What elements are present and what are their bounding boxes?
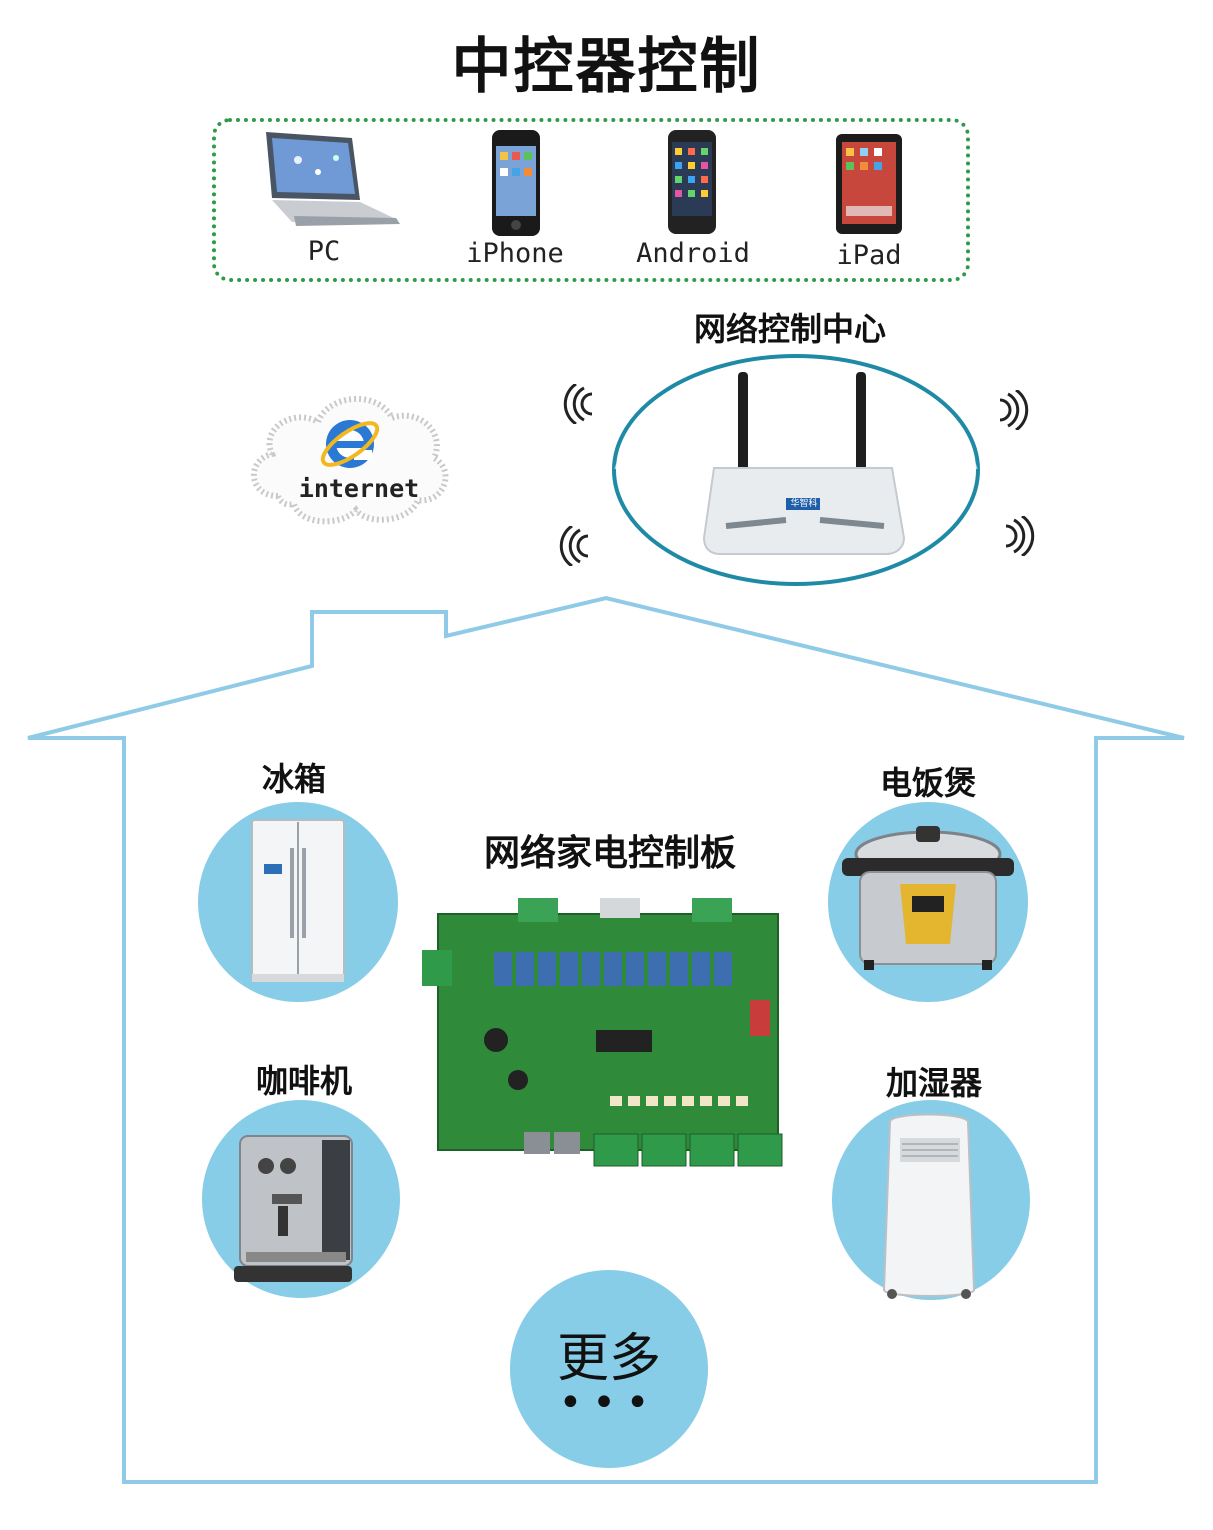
laptop-icon [266,132,400,226]
diagram-title: 中控器控制 [451,32,762,102]
rice-cooker-icon [842,826,1014,970]
device-label-ipad: iPad [836,240,902,271]
board-title: 网络家电控制板 [484,832,737,874]
ipad-icon [836,134,902,234]
wifi-signal-icon [559,526,589,566]
appliance-label-humidifier: 加湿器 [886,1064,983,1102]
appliance-label-coffee: 咖啡机 [256,1062,353,1100]
appliance-label-fridge: 冰箱 [262,760,327,798]
more-label: 更多 [556,1329,661,1389]
device-label-pc: PC [307,236,341,267]
internet-explorer-icon [320,420,380,468]
wifi-signal-icon [999,390,1029,430]
more-circle [510,1270,708,1468]
client-devices-group [212,118,970,282]
wifi-signal-icon [1005,516,1035,556]
more-dots: ••• [558,1380,660,1426]
coffee-machine-icon [234,1135,353,1282]
router-title: 网络控制中心 [694,310,887,348]
circuit-board-icon [422,898,783,1167]
iphone-icon [492,130,540,236]
router-brand: 华智科 [790,499,818,509]
router-icon [702,372,906,555]
device-label-iphone: iPhone [466,238,564,269]
device-label-android: Android [636,238,750,269]
appliance-label-cooker: 电饭煲 [880,764,977,802]
fridge-icon [251,819,345,982]
android-phone-icon [668,130,716,234]
internet-label: internet [298,474,420,503]
wifi-signal-icon [563,384,593,424]
humidifier-icon [882,1113,976,1299]
